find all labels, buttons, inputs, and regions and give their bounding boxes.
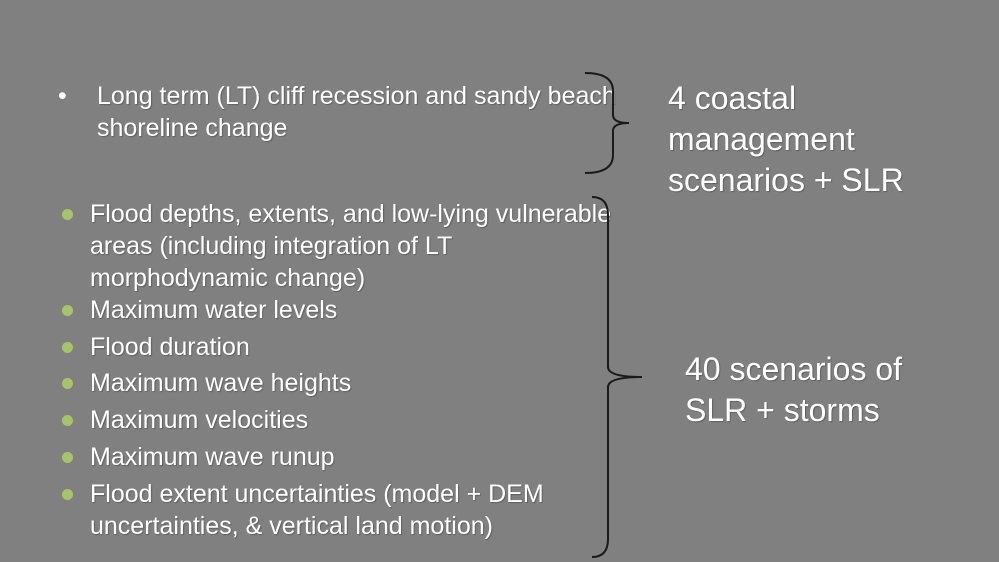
list-item: Flood duration [90, 333, 250, 361]
list-item-dot [62, 209, 73, 220]
list-item: Flood depths, extents, and low-lying vul… [90, 200, 612, 292]
top-group-label: 4 coastal management scenarios + SLR [668, 80, 904, 198]
top-bullet-text: Long term (LT) cliff recession and sandy… [97, 82, 616, 142]
list-item-dot [62, 415, 73, 426]
top-bullet-marker: • [58, 82, 67, 110]
list-item: Flood extent uncertainties (model + DEM … [90, 480, 544, 540]
list-item-dot [62, 305, 73, 316]
list-item-dot [62, 342, 73, 353]
list-item-dot [62, 378, 73, 389]
list-item-dot [62, 452, 73, 463]
top-curly-brace [584, 72, 630, 174]
list-item: Maximum wave heights [90, 369, 352, 397]
list-item: Maximum velocities [90, 406, 309, 434]
bottom-group-label: 40 scenarios of SLR + storms [685, 351, 903, 428]
list-item: Maximum wave runup [90, 443, 335, 471]
list-item-dot [62, 489, 73, 500]
bottom-curly-brace [591, 196, 643, 558]
list-item: Maximum water levels [90, 296, 338, 324]
